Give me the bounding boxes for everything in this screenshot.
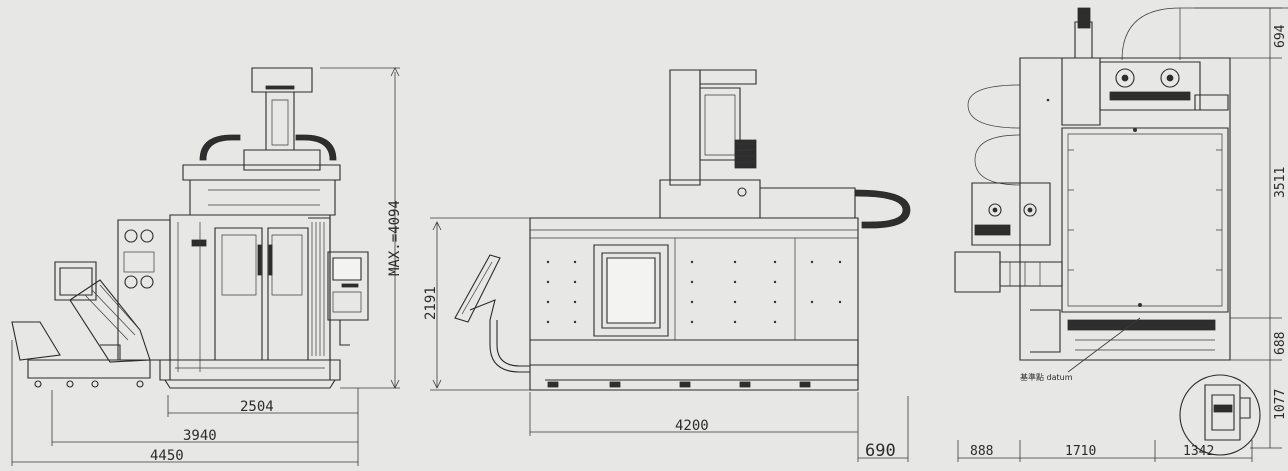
side-equipment-top (954, 182, 1063, 293)
front-height-dim: MAX.=4094 (387, 200, 403, 276)
machine-body-top (1019, 57, 1231, 361)
control-arm-side (454, 254, 530, 373)
spindle-head-front (182, 67, 341, 216)
top-dim-3511: 3511 (1273, 167, 1288, 198)
magazine-detail-top (1179, 374, 1261, 456)
side-view: 2191 4200 690 (423, 69, 911, 462)
front-dim-3940: 3940 (183, 428, 217, 444)
front-dimensions: MAX.=4094 2504 3940 4450 (11, 67, 403, 466)
front-dim-4450: 4450 (150, 448, 184, 464)
top-dim-688: 688 (1273, 332, 1288, 355)
front-dim-2504: 2504 (240, 399, 274, 415)
side-height-dim: 2191 (423, 286, 439, 320)
top-dim-1342: 1342 (1183, 444, 1214, 459)
side-dimensions: 2191 4200 690 (423, 217, 909, 462)
datum-label: 基準點 datum (1020, 372, 1073, 382)
chip-conveyor (11, 261, 151, 388)
top-dim-694: 694 (1273, 24, 1288, 48)
datum-marker: 基準點 datum (1020, 317, 1141, 382)
column-side (659, 69, 911, 229)
front-view: MAX.=4094 2504 3940 4450 (11, 67, 403, 466)
machine-body-front (117, 214, 369, 389)
top-dimensions: 694 3511 688 1077 888 1710 1342 (957, 7, 1288, 462)
spindle-top (1061, 7, 1229, 126)
side-dim-4200: 4200 (675, 418, 709, 434)
top-view: 基準點 datum 694 3511 688 1077 888 1710 134… (954, 7, 1288, 462)
top-dim-888: 888 (970, 444, 993, 459)
panel-dots (546, 260, 842, 324)
top-dim-1077: 1077 (1273, 389, 1288, 420)
side-dim-690: 690 (865, 441, 896, 461)
top-dim-1710: 1710 (1065, 444, 1096, 459)
machine-body-side (529, 217, 859, 391)
